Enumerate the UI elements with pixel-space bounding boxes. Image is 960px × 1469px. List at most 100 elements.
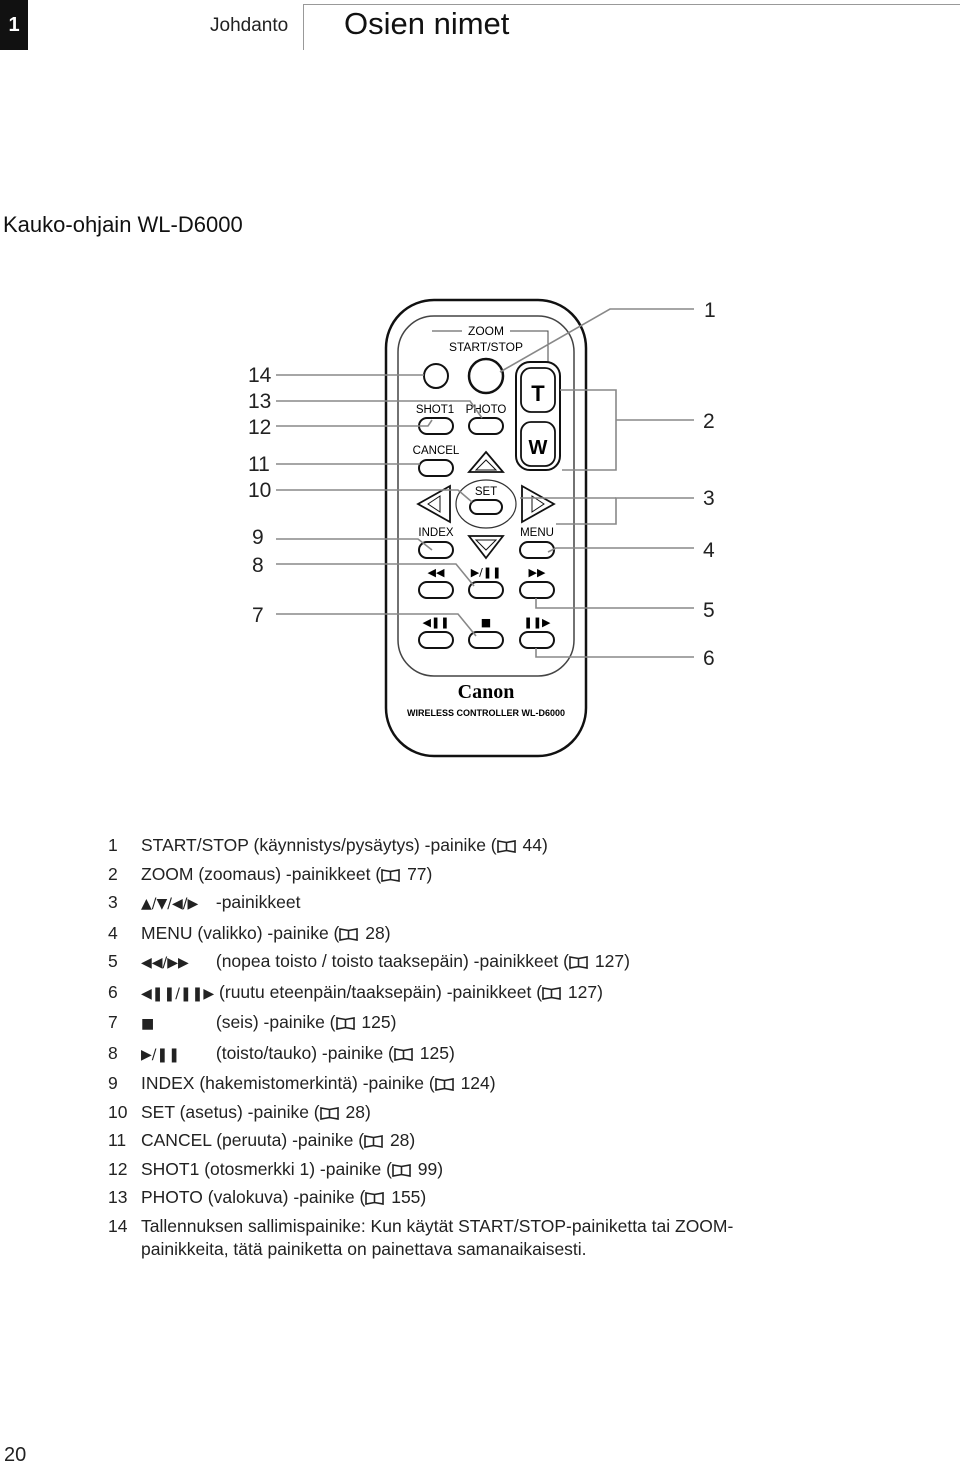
book-icon [434, 1078, 454, 1091]
book-icon [496, 840, 516, 853]
dpad-down-inner-icon [474, 539, 498, 551]
dpad-left-inner-icon [427, 495, 441, 513]
frame-forward-button[interactable] [519, 631, 555, 649]
legend-text: Tallennuksen sallimispainike: Kun käytät… [141, 1215, 734, 1259]
page-reference: 28 [365, 922, 385, 943]
zoom-t-label: T [531, 381, 545, 406]
callout-8: 8 [252, 554, 264, 577]
page-reference: 77 [407, 863, 427, 884]
remote-diagram: ZOOM START/STOP T W SHOT1 PHOTO CANCEL S… [248, 298, 716, 758]
legend-text: (seis) -painike ( [215, 1012, 336, 1032]
legend-number: 9 [108, 1073, 118, 1093]
legend-description: ZOOM (zoomaus) -painikkeet ( 77) [141, 860, 798, 889]
page-reference: 44 [522, 835, 542, 855]
legend-description: ◀◀/▶▶ (nopea toisto / toisto taaksepäin)… [141, 947, 798, 978]
stop-label: ■ [481, 616, 491, 629]
stop-button[interactable] [468, 631, 504, 649]
section-heading: Kauko-ohjain WL-D6000 [3, 212, 243, 237]
page-reference-close: ) [426, 863, 433, 884]
cancel-label: CANCEL [413, 445, 460, 457]
leader-2-top [560, 389, 617, 471]
legend-text: ZOOM (zoomaus) -painikkeet ( [141, 863, 382, 884]
legend-text: PHOTO (valokuva) -painike ( [141, 1187, 366, 1207]
leader-12 [276, 419, 433, 427]
dpad-right-button[interactable] [521, 484, 556, 524]
legend-description: SET (asetus) -painike ( 28) [141, 1098, 798, 1127]
legend-number: 7 [108, 1012, 118, 1032]
frame-forward-label: ❚❚▶ [524, 616, 551, 629]
index-label: INDEX [418, 527, 453, 539]
legend-item: 8▶/❚❚ (toisto/tauko) -painike ( 125) [108, 1039, 798, 1070]
menu-button[interactable] [519, 541, 555, 559]
callout-7: 7 [252, 604, 264, 627]
page-reference: 28 [345, 1101, 365, 1122]
rewind-button[interactable] [418, 581, 454, 599]
legend-text: (toisto/tauko) -painike ( [215, 1042, 394, 1063]
callout-3: 3 [703, 487, 715, 510]
legend-text: -painikkeet [215, 892, 301, 912]
callout-14: 14 [248, 364, 272, 387]
callout-5: 5 [703, 599, 715, 622]
legend-text: SHOT1 (otosmerkki 1) -painike ( [141, 1158, 392, 1179]
cancel-button[interactable] [418, 459, 454, 477]
book-icon [381, 868, 401, 882]
frame-back-button[interactable] [418, 631, 454, 649]
callout-1: 1 [704, 299, 716, 322]
book-icon [335, 1017, 355, 1030]
page-reference-close: ) [409, 1130, 416, 1150]
fast-forward-button[interactable] [519, 581, 555, 599]
callout-12: 12 [248, 416, 271, 439]
dpad-right-inner-icon [531, 495, 545, 513]
callout-10: 10 [248, 479, 271, 502]
legend-description: ▶/❚❚ (toisto/tauko) -painike ( 125) [141, 1039, 798, 1070]
photo-button[interactable] [468, 417, 504, 435]
page-reference-close: ) [489, 1073, 496, 1093]
canon-logo: Canon [458, 681, 515, 703]
book-icon [365, 1192, 385, 1205]
page-title: Osien nimet [344, 6, 510, 41]
frame-back-label: ◀❚❚ [423, 616, 450, 629]
book-icon [339, 927, 359, 941]
legend-description: MENU (valikko) -painike ( 28) [141, 919, 798, 948]
leader-10 [276, 489, 473, 503]
leader-6 [535, 648, 694, 658]
button-symbols: ■ [141, 1016, 155, 1032]
book-icon [542, 986, 561, 1000]
play-pause-button[interactable] [468, 581, 504, 599]
page-reference: 127 [567, 981, 598, 1002]
start-stop-button[interactable] [467, 357, 505, 395]
legend-text: (ruutu eteenpäin/taaksepäin) -painikkeet… [219, 981, 543, 1002]
button-symbols: ◀◀/▶▶ [141, 955, 189, 971]
book-icon [319, 1106, 339, 1120]
zoom-t-button[interactable] [520, 367, 556, 413]
dpad-left-button[interactable] [416, 484, 451, 524]
set-button[interactable] [469, 499, 503, 515]
legend-number: 11 [108, 1130, 127, 1150]
set-label: SET [475, 486, 497, 498]
legend-description: SHOT1 (otosmerkki 1) -painike ( 99) [141, 1155, 798, 1184]
dpad-up-button[interactable] [467, 450, 505, 473]
book-icon [394, 1047, 413, 1061]
legend-description: INDEX (hakemistomerkintä) -painike ( 124… [141, 1069, 798, 1098]
leader-8 [276, 563, 475, 587]
callout-6: 6 [703, 647, 715, 670]
callout-4: 4 [703, 539, 715, 562]
page-reference-close: ) [597, 981, 603, 1002]
page-reference-close: ) [384, 922, 391, 943]
page-number: 20 [4, 1444, 27, 1466]
zoom-label: ZOOM [468, 324, 504, 338]
page-reference: 127 [594, 951, 625, 971]
dpad-up-inner-icon [474, 459, 498, 471]
photo-label: PHOTO [466, 404, 507, 416]
zoom-w-button[interactable] [520, 421, 556, 467]
legend-number: 4 [108, 922, 118, 943]
page-reference-close: ) [448, 1042, 455, 1063]
record-enable-button[interactable] [423, 363, 449, 389]
play-pause-label: ▶/❚❚ [471, 566, 502, 579]
legend-number: 5 [108, 951, 118, 971]
button-symbols: ▶/❚❚ [141, 1046, 180, 1063]
